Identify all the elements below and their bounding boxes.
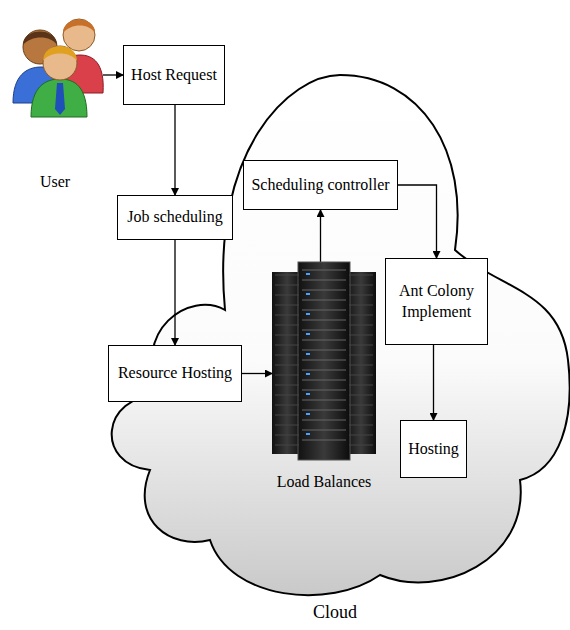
process-box: Scheduling controller: [243, 160, 398, 210]
process-box: Hosting: [400, 420, 467, 478]
server-rack-illustration: [262, 258, 386, 463]
node-label: Scheduling controller: [251, 175, 389, 196]
node-label: Ant Colony Implement: [392, 281, 481, 323]
node-label: Hosting: [408, 439, 459, 460]
load-balancer-node: Load Balances: [262, 258, 386, 495]
user-node: User: [5, 5, 105, 195]
arrow-connector: [398, 185, 437, 258]
arrow-connector: [320, 210, 321, 262]
arrow-connector: [433, 345, 434, 420]
arrow-connector: [242, 373, 272, 374]
arrow-connector: [174, 240, 175, 345]
arrow-connector: [174, 105, 175, 195]
node-label: Resource Hosting: [118, 363, 232, 384]
process-box: Resource Hosting: [108, 345, 242, 402]
user-icon: [5, 5, 105, 165]
node-label: Load Balances: [262, 472, 386, 493]
arrow-connector: [103, 74, 123, 75]
process-box: Job scheduling: [117, 195, 233, 240]
process-box: Ant Colony Implement: [385, 258, 488, 345]
node-label: Host Request: [131, 65, 217, 86]
region-label: Cloud: [313, 602, 357, 623]
node-label: Job scheduling: [127, 207, 223, 228]
process-box: Host Request: [123, 45, 225, 105]
node-label: User: [5, 172, 105, 193]
